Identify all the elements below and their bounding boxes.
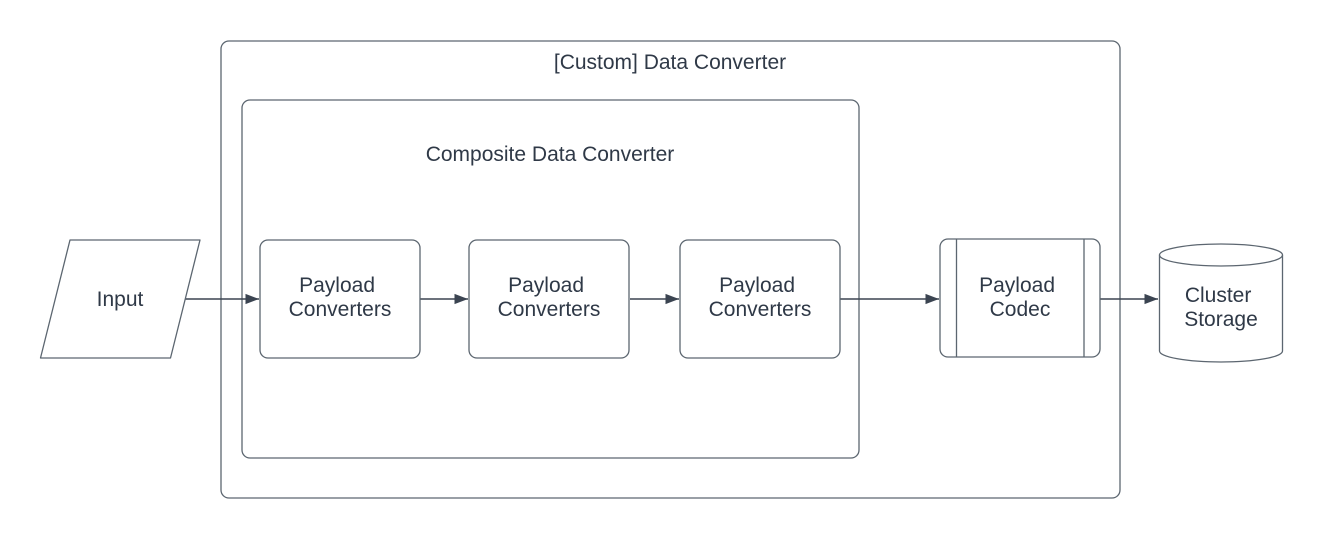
input-parallelogram — [39, 239, 201, 359]
payload-converters-3-label: Payload Converters — [709, 274, 812, 321]
custom-data-converter-title: [Custom] Data Converter — [554, 51, 786, 74]
cluster-storage-cylinder-top-arc — [1158, 254, 1284, 267]
payload-converters-3-box — [679, 239, 841, 359]
node-input: Input — [39, 239, 201, 359]
payload-codec-label: Payload Codec — [979, 274, 1061, 321]
node-payload-converters-3: Payload Converters — [679, 239, 841, 359]
payload-converters-2-box — [468, 239, 630, 359]
node-payload-codec: Payload Codec — [939, 238, 1101, 358]
input-label: Input — [97, 288, 144, 311]
cluster-storage-cylinder — [1158, 243, 1284, 363]
node-payload-converters-1: Payload Converters — [259, 239, 421, 359]
payload-converters-1-label: Payload Converters — [289, 274, 392, 321]
node-cluster-storage: Cluster Storage — [1158, 243, 1284, 363]
payload-converters-2-label: Payload Converters — [498, 274, 601, 321]
payload-codec-box — [939, 238, 1101, 358]
node-payload-converters-2: Payload Converters — [468, 239, 630, 359]
composite-data-converter-title: Composite Data Converter — [426, 143, 675, 166]
cluster-storage-label: Cluster Storage — [1184, 284, 1258, 331]
payload-converters-1-box — [259, 239, 421, 359]
